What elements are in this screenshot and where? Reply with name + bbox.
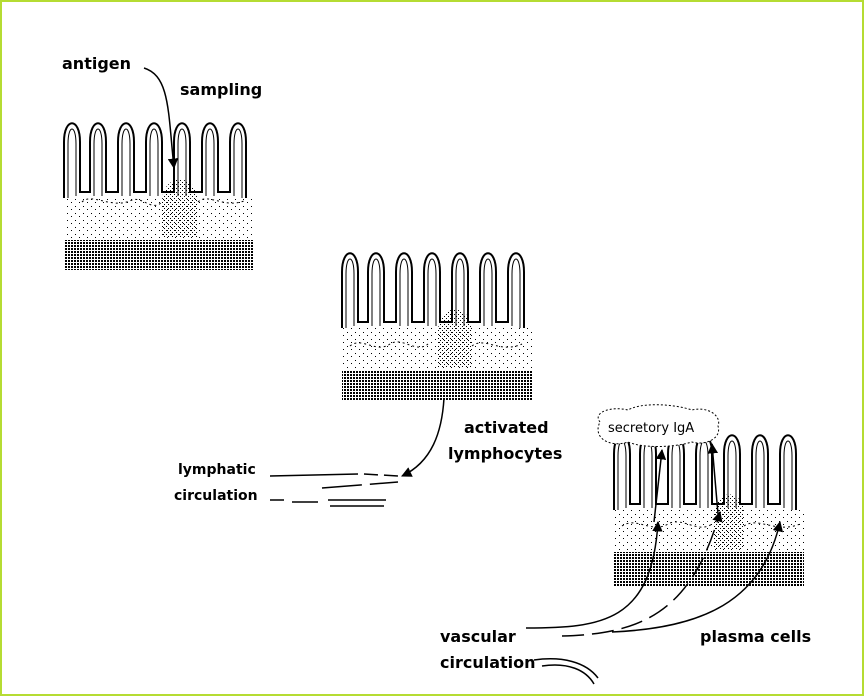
vascular-vessel-1 (525, 520, 663, 629)
iga-secretion-2 (707, 442, 719, 515)
vascular-vessel-2 (561, 510, 723, 637)
label-lymphatic-circulation: circulation (174, 488, 258, 504)
label-secretory-iga: secretory IgA (608, 421, 694, 436)
lymphocyte-pathway (401, 397, 445, 477)
panel-activation-epithelium (341, 252, 525, 328)
label-vascular: vascular (440, 627, 516, 646)
vascular-vessel-3 (611, 520, 784, 633)
panel-sampling (63, 122, 254, 270)
iga-secretion-1 (653, 448, 667, 523)
lymphatic-vessel-3 (321, 481, 399, 489)
label-vascular-circulation: circulation (440, 653, 536, 672)
label-antigen: antigen (62, 54, 131, 73)
panel-activation-muscularis (342, 370, 532, 400)
label-lymphocytes: lymphocytes (448, 444, 562, 463)
antigen-pointer (143, 67, 179, 170)
label-sampling: sampling (180, 80, 262, 99)
label-plasma-cells: plasma cells (700, 627, 811, 646)
vascular-return (533, 658, 599, 679)
panel-activation-lamina (342, 328, 532, 370)
lymphatic-vessel-2 (363, 473, 399, 477)
panel-secretion (613, 434, 804, 586)
panel-sampling-dome (162, 179, 198, 237)
panel-sampling-muscularis (64, 240, 254, 270)
panel-secretion-epithelium (613, 434, 797, 510)
lymphatic-vessel-1 (269, 473, 359, 477)
panel-secretion-muscularis (614, 552, 804, 586)
panel-activation (341, 252, 532, 400)
label-activated: activated (464, 418, 549, 437)
panel-sampling-lamina (64, 198, 254, 240)
panel-secretion-dome (714, 494, 744, 550)
lymphatic-vessel-4 (270, 499, 386, 503)
label-lymphatic: lymphatic (178, 462, 256, 478)
secretory-iga-bubble (597, 404, 720, 447)
panel-sampling-epithelium (63, 122, 247, 198)
panel-activation-dome (438, 309, 472, 368)
